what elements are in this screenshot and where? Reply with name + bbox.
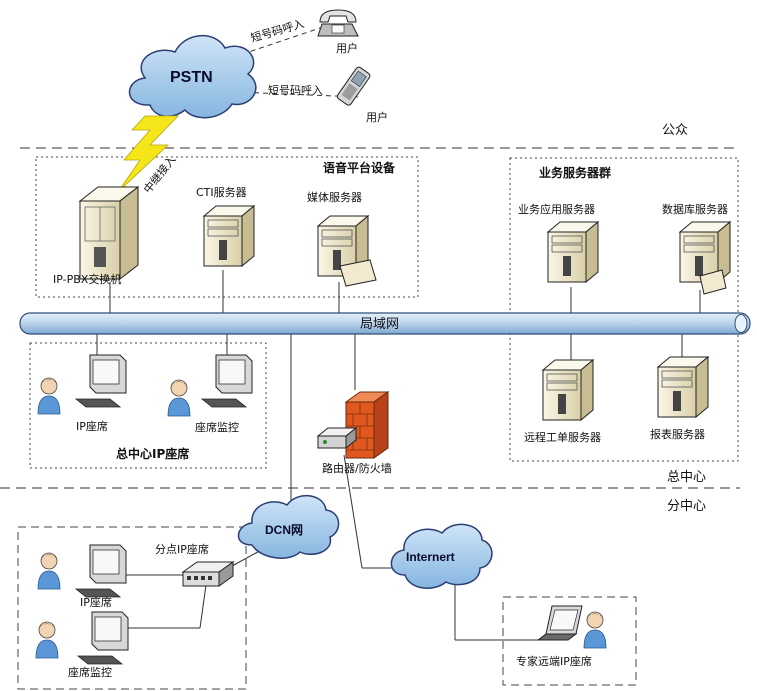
ippbx-server-icon: [78, 185, 140, 281]
report-server-icon: [657, 356, 709, 418]
expert-person-icon: [583, 611, 607, 649]
trunk-lightning-icon: [117, 115, 179, 193]
ippbx-label: IP-PBX交换机: [53, 272, 121, 286]
remote-ticket-server-icon: [542, 359, 594, 421]
zone-branch-label: 分中心: [667, 499, 706, 514]
user-label-1: 用户: [336, 41, 358, 55]
branch-monitor-pc-icon: [77, 611, 129, 665]
cti-server-icon: [203, 205, 255, 267]
short-call-label-1: 短号码呼入: [249, 16, 306, 45]
desk-phone-icon: [317, 9, 359, 37]
lan-backbone: 局域网: [19, 312, 751, 335]
hq-monitor-person-icon: [167, 379, 191, 417]
internet-label: Internert: [406, 550, 455, 564]
voice-platform-box: [35, 156, 419, 298]
pstn-label: PSTN: [170, 69, 213, 86]
router-icon: [316, 426, 358, 450]
branch-seat-pc-icon: [75, 544, 127, 598]
media-server-icon: [317, 215, 377, 287]
hq-seat-label: IP座席: [76, 419, 108, 433]
branch-seat-label: IP座席: [80, 595, 112, 609]
business-servers-title: 业务服务器群: [539, 165, 611, 180]
branch-seats-box: [17, 526, 247, 690]
branch-monitor-person-icon: [35, 621, 59, 659]
app-server-icon: [547, 221, 599, 283]
internet-cloud: Internert: [390, 523, 493, 589]
branch-monitor-label: 座席监控: [68, 665, 112, 679]
user-label-2: 用户: [366, 110, 388, 124]
router-firewall-label: 路由器/防火墙: [322, 461, 392, 475]
app-server-label: 业务应用服务器: [518, 202, 595, 216]
zone-public-label: 公众: [662, 123, 688, 138]
expert-seat-label: 专家远端IP座席: [516, 654, 592, 668]
mobile-phone-icon: [336, 66, 371, 106]
voice-platform-title: 语音平台设备: [323, 160, 396, 175]
branch-seats-title: 分点IP座席: [155, 542, 209, 556]
firewall-icon: [344, 391, 390, 459]
db-server-label: 数据库服务器: [662, 202, 728, 216]
expert-seat-box: [502, 596, 637, 686]
cti-server-label: CTI服务器: [196, 186, 247, 199]
db-server-icon: [679, 221, 731, 295]
hq-monitor-pc-icon: [201, 354, 253, 408]
branch-switch-icon: [182, 561, 234, 587]
short-call-label-2: 短号码呼入: [268, 83, 323, 97]
dcn-label: DCN网: [265, 523, 303, 537]
dcn-cloud: DCN网: [237, 495, 340, 559]
laptop-icon: [536, 605, 583, 641]
hq-seats-title: 总中心IP座席: [116, 446, 189, 461]
hq-seat-person-icon: [37, 377, 61, 415]
business-servers-box: [509, 157, 739, 462]
remote-ticket-server-label: 远程工单服务器: [524, 431, 601, 444]
branch-seat-person-icon: [37, 552, 61, 590]
pstn-cloud: PSTN: [128, 34, 257, 119]
report-server-label: 报表服务器: [650, 427, 705, 441]
lan-label: 局域网: [360, 317, 399, 332]
zone-headquarters-label: 总中心: [667, 470, 706, 485]
hq-seat-pc-icon: [75, 354, 127, 408]
media-server-label: 媒体服务器: [307, 190, 362, 204]
hq-monitor-label: 座席监控: [195, 420, 239, 434]
